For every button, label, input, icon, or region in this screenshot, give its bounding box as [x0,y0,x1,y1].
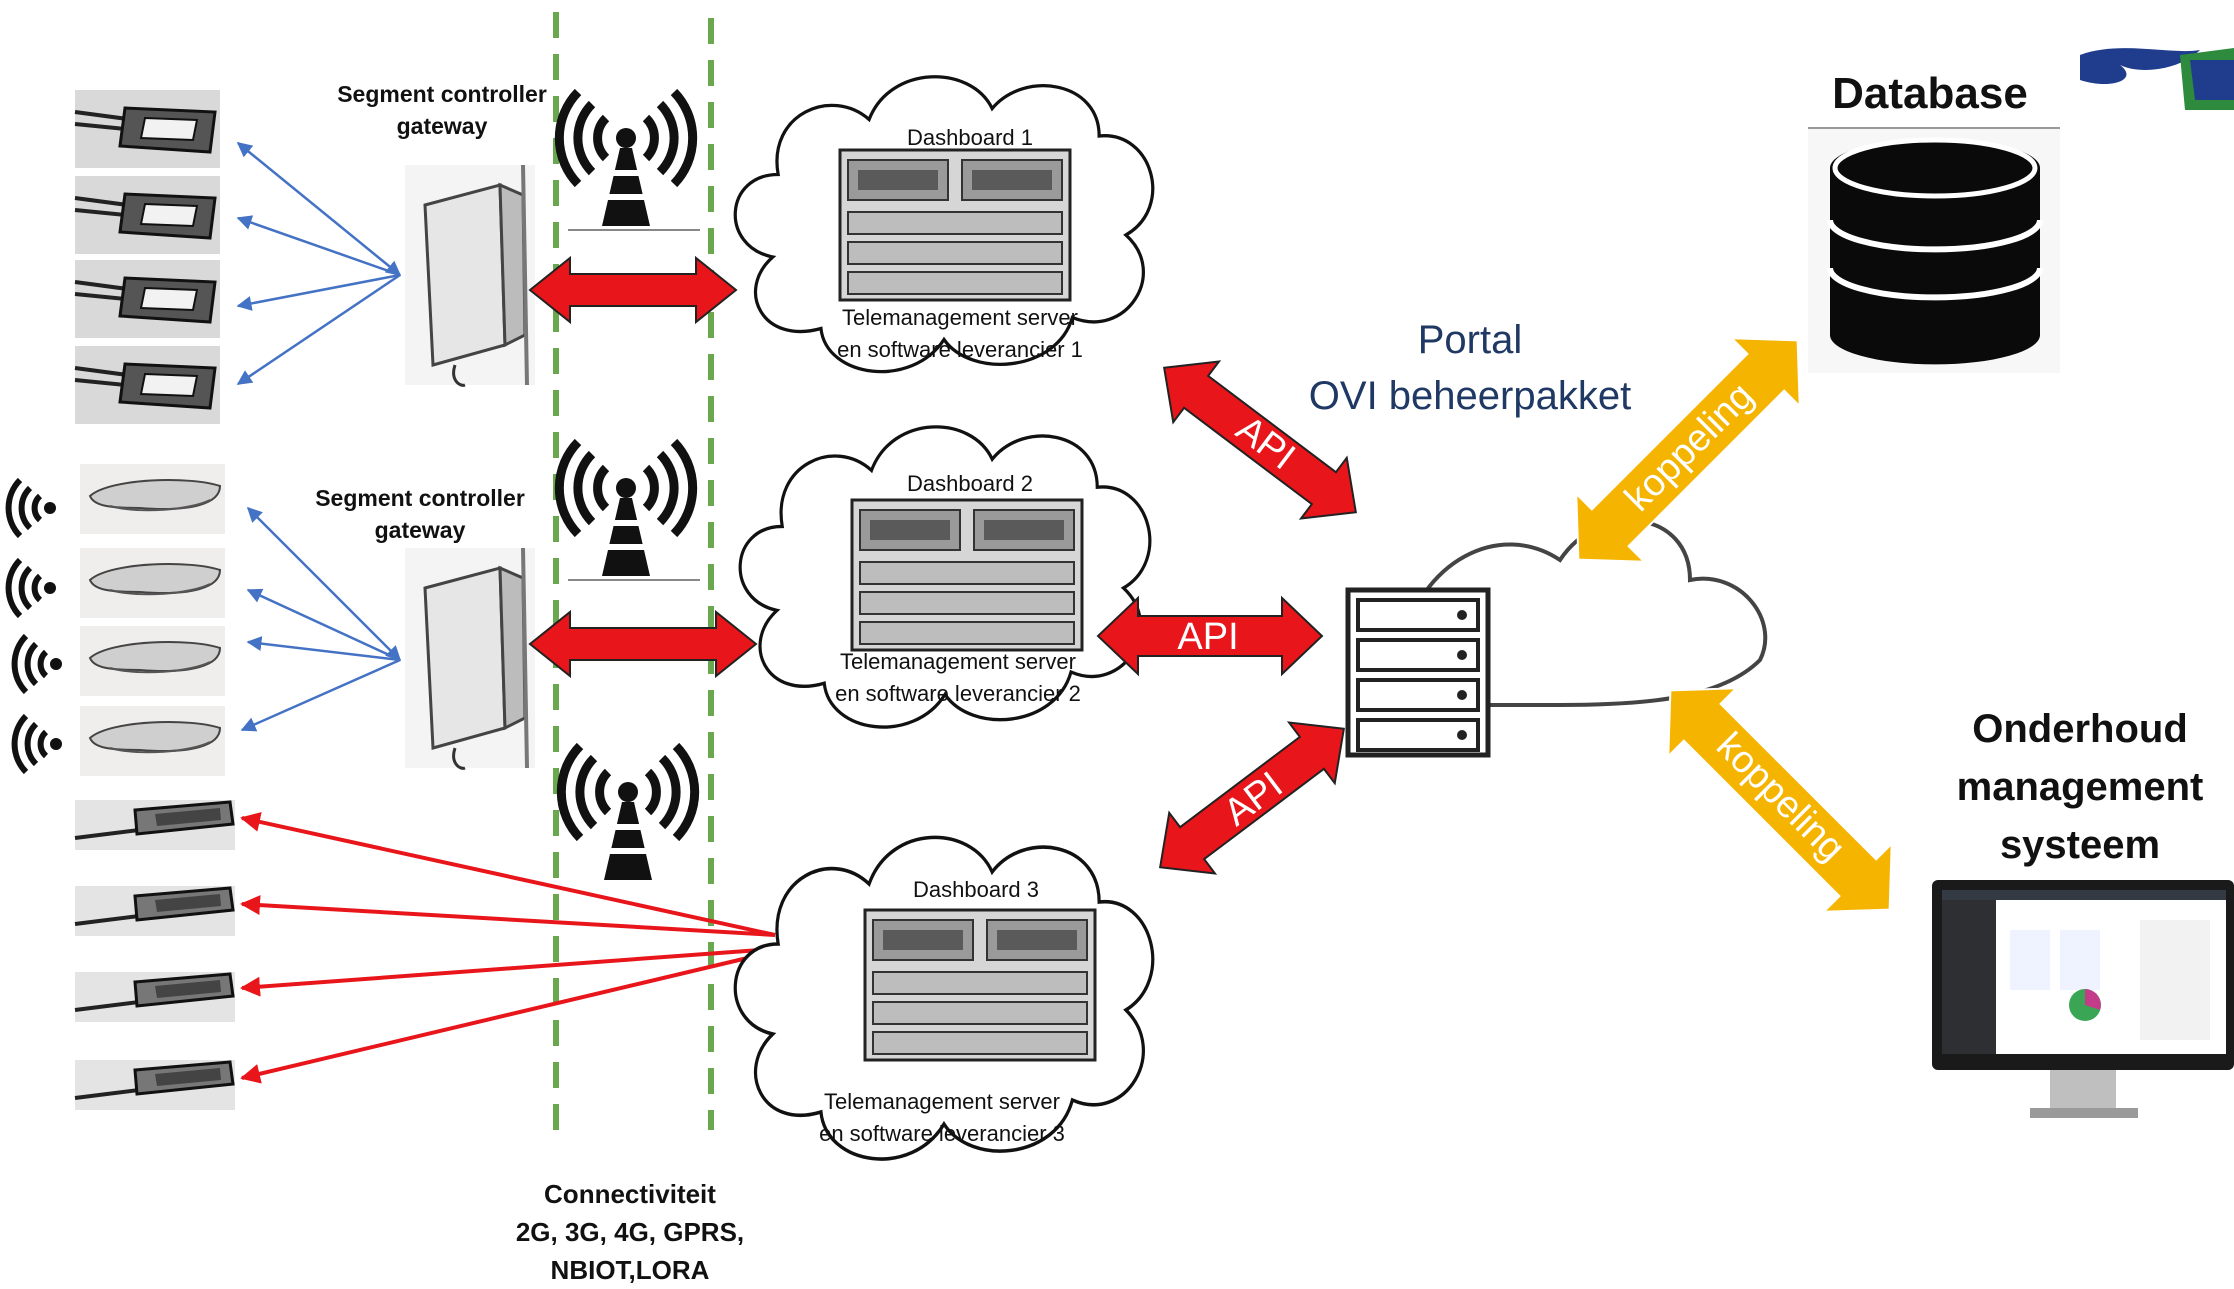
dashboard-3-title: Dashboard 3 [913,877,1039,902]
dashboard-2-caption: Telemanagement server en software levera… [835,649,1081,706]
street-light-icon [73,174,222,256]
antenna-tower-icon [559,442,692,576]
street-light-icon [73,1058,237,1112]
street-light-icon [73,344,222,426]
portal-label: Portal OVI beheerpakket [1308,318,1632,418]
wireless-signal-icon [9,560,56,616]
street-light-icon [73,258,222,340]
server-rack-icon [1345,587,1491,758]
monitor-icon [1932,880,2234,1118]
street-light-icon [79,625,226,697]
api-arrow-3 [1158,721,1346,875]
gateway-link-arrow-1 [528,255,738,325]
wireless-signal-icon [15,716,62,772]
dashboard-1-title: Dashboard 1 [907,125,1033,150]
segment-gateway-label-2: Segment controller gateway [315,485,525,543]
street-light-icon [73,798,237,852]
gateway-icon [403,546,537,771]
gateway-icon [403,163,537,388]
street-light-icon [79,463,226,535]
server-rack-icon [838,148,1072,302]
street-light-icon [79,705,226,777]
street-light-icon [73,884,237,938]
koppeling-arrow-2 [1667,687,1893,913]
street-light-icon [73,88,222,170]
wireless-signal-icon [9,480,56,536]
maintenance-system-title: Onderhoud management systeem [1956,707,2204,867]
koppeling-arrow-1 [1575,337,1801,563]
segment-gateway-label-1: Segment controller gateway [337,81,547,139]
blue-connection-lines [236,142,402,732]
server-rack-icon [863,908,1097,1062]
api-arrow-1 [1163,360,1357,520]
server-rack-icon [850,498,1084,652]
gateway-link-arrow-2 [528,609,758,679]
dashboard-3-caption: Telemanagement server en software levera… [819,1089,1065,1146]
database-icon [1808,127,2060,373]
connectivity-label: Connectiviteit 2G, 3G, 4G, GPRS, NBIOT,L… [515,1179,745,1285]
api-arrow-2 [1096,595,1324,677]
red-connection-lines [240,812,776,1084]
database-title: Database [1832,69,2028,118]
antenna-tower-icon [561,746,694,880]
logo-icon [2080,48,2234,110]
wireless-signal-icon [15,636,62,692]
api-label-2: API [1177,616,1239,658]
dashboard-1-caption: Telemanagement server en software levera… [837,305,1083,362]
street-light-icon [79,547,226,619]
antenna-tower-icon [559,92,692,226]
street-light-icon [73,970,237,1024]
dashboard-2-title: Dashboard 2 [907,471,1033,496]
